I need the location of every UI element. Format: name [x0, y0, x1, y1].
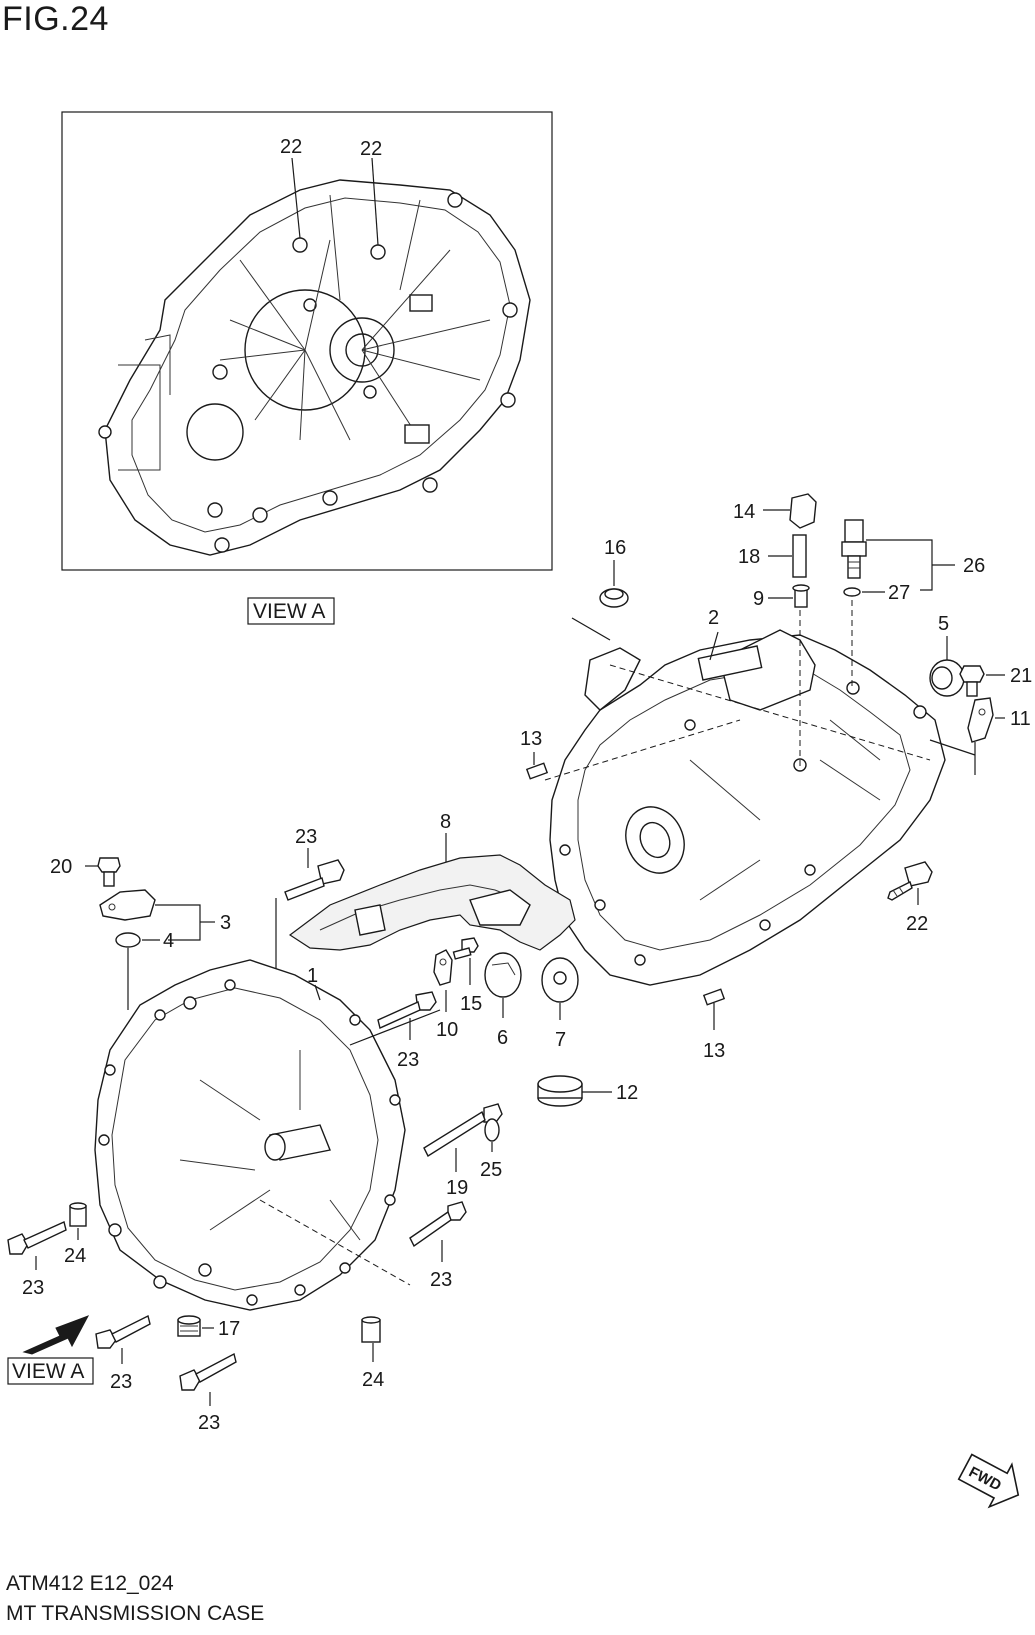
view-a-inset-label: VIEW A [253, 600, 325, 623]
figure-name: MT TRANSMISSION CASE [6, 1602, 265, 1625]
part-15-bolt [452, 937, 479, 960]
inset-case-drawing [98, 179, 531, 556]
part-23-bolt-bottom [179, 1352, 237, 1391]
callout-19: 19 [446, 1177, 468, 1199]
callout-13: 13 [520, 728, 542, 750]
callout-23: 23 [397, 1049, 419, 1071]
part-16-seal [599, 588, 629, 608]
part-24-bushing-left [69, 1202, 87, 1227]
callout-23: 23 [430, 1269, 452, 1291]
part-24-bushing-bottom [361, 1316, 381, 1343]
part-3-cover [99, 889, 156, 921]
part-25-washer [484, 1118, 500, 1142]
fwd-arrow-icon: FWD [957, 1453, 1020, 1509]
callout-22: 22 [360, 138, 382, 160]
callout-4: 4 [163, 930, 174, 952]
part-11-bracket [967, 697, 994, 743]
part-19-bolt [423, 1103, 503, 1158]
callout-16: 16 [604, 537, 626, 559]
part-6-plate [484, 952, 522, 998]
callout-11: 11 [1010, 708, 1031, 730]
part-23-bolt-left [7, 1221, 67, 1255]
callout-24: 24 [64, 1245, 86, 1267]
callout-25: 25 [480, 1159, 502, 1181]
callout-23: 23 [295, 826, 317, 848]
transmission-case-left [94, 959, 406, 1311]
callout-18: 18 [738, 546, 760, 568]
part-4-oring [115, 932, 141, 948]
inset-frame [61, 111, 553, 571]
callout-10: 10 [436, 1019, 458, 1041]
view-a-arrow-label-frame [7, 1357, 94, 1385]
callout-26: 26 [963, 555, 985, 577]
callout-22: 22 [280, 136, 302, 158]
part-13-dowel-top [525, 762, 549, 780]
callout-27: 27 [888, 582, 910, 604]
part-18-pin [792, 534, 807, 578]
part-23-bolt-mid [377, 991, 437, 1029]
part-23-bolt-arrow [95, 1314, 151, 1349]
callout-17: 17 [218, 1318, 240, 1340]
part-21-bolt [959, 665, 985, 697]
part-13-dowel-bottom [702, 988, 726, 1006]
part-20-bolt [97, 857, 121, 887]
view-a-arrow-label: VIEW A [12, 1360, 84, 1383]
callout-8: 8 [440, 811, 451, 833]
transmission-case-right [549, 629, 946, 986]
view-a-arrow-icon [22, 1315, 90, 1355]
part-14-cap [789, 493, 817, 529]
part-26-switch [841, 519, 867, 579]
figure-code: ATM412 E12_024 [6, 1572, 174, 1595]
callout-23: 23 [22, 1277, 44, 1299]
callout-2: 2 [708, 607, 719, 629]
callout-7: 7 [555, 1029, 566, 1051]
callout-23: 23 [198, 1412, 220, 1434]
part-8-bracket [288, 854, 576, 951]
part-27-washer [843, 587, 861, 597]
callout-15: 15 [460, 993, 482, 1015]
callout-6: 6 [497, 1027, 508, 1049]
part-23-bolt-top [284, 859, 345, 901]
part-17-plug [177, 1315, 201, 1337]
callout-24: 24 [362, 1369, 384, 1391]
callout-5: 5 [938, 613, 949, 635]
part-12-bushing [537, 1075, 583, 1107]
callout-3: 3 [220, 912, 231, 934]
callout-14: 14 [733, 501, 755, 523]
part-5-seal [929, 659, 965, 697]
part-10-bracket [433, 949, 453, 986]
callout-20: 20 [50, 856, 72, 878]
part-9-pin [792, 584, 810, 608]
view-a-label-frame [247, 597, 335, 625]
callout-21: 21 [1010, 665, 1032, 687]
part-7-plate [541, 957, 579, 1003]
callout-22: 22 [906, 913, 928, 935]
part-22-bolt-right [887, 861, 933, 901]
part-23-bolt-lower [409, 1201, 467, 1248]
callout-12: 12 [616, 1082, 638, 1104]
callout-9: 9 [753, 588, 764, 610]
callout-13: 13 [703, 1040, 725, 1062]
callout-23: 23 [110, 1371, 132, 1393]
figure-title: FIG.24 [2, 0, 109, 38]
callout-1: 1 [307, 965, 318, 987]
